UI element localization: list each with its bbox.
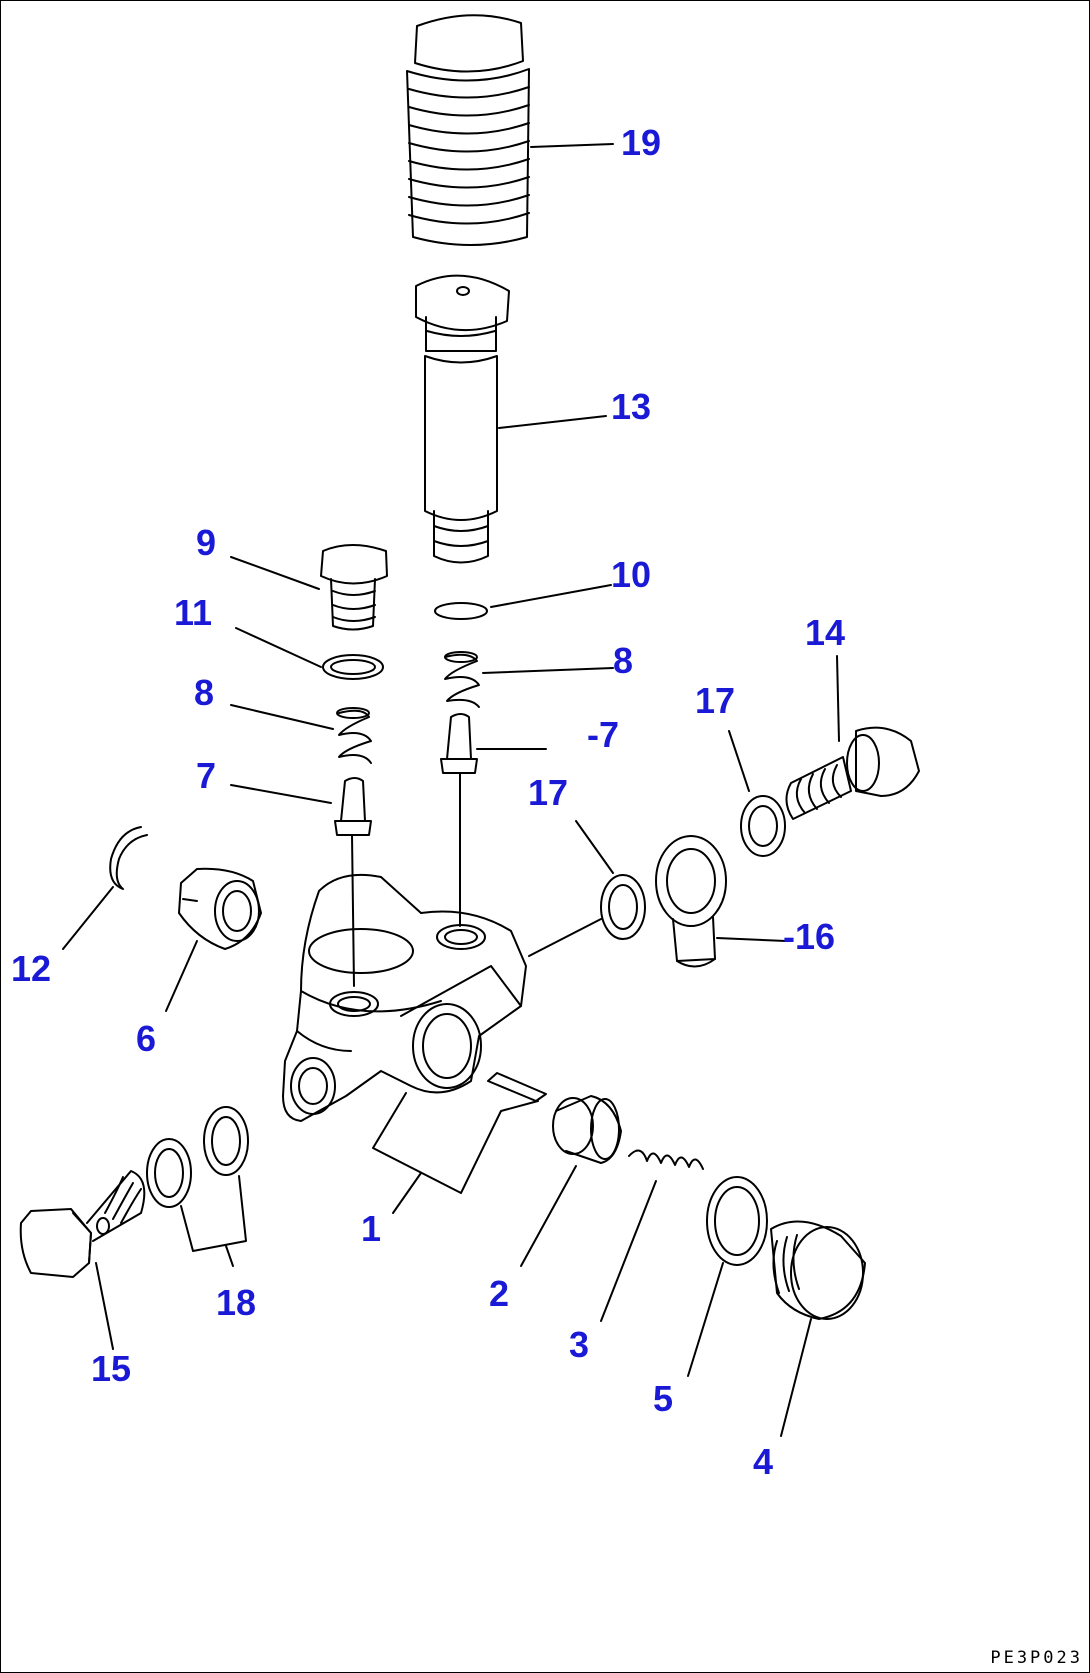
callout-8-left: 8 xyxy=(194,672,215,713)
part-10-ring xyxy=(434,602,488,620)
callout-19: 19 xyxy=(621,122,662,163)
part-18-gaskets xyxy=(146,1106,249,1208)
part-6-sleeve xyxy=(178,867,262,950)
leader-17-middle xyxy=(575,820,614,874)
part-8-spring-right xyxy=(444,651,480,708)
part-7-valve-left xyxy=(334,777,372,836)
callout-12: 12 xyxy=(11,948,52,989)
part-1-pump-housing xyxy=(282,873,527,1122)
callout-3: 3 xyxy=(569,1324,590,1365)
callout-16: -16 xyxy=(783,916,836,957)
part-1-pin xyxy=(487,1072,547,1102)
drawing-code: PE3P023 xyxy=(990,1648,1083,1668)
leader-3 xyxy=(600,1180,657,1322)
callout-13: 13 xyxy=(611,386,652,427)
part-17-washer-middle xyxy=(600,874,646,940)
part-13-priming-pump xyxy=(415,274,510,564)
part-8-spring-left xyxy=(336,707,372,764)
leader-5 xyxy=(687,1262,724,1377)
leader-6 xyxy=(165,940,198,1012)
callout-4: 4 xyxy=(753,1441,774,1482)
axis-7-left xyxy=(351,834,355,987)
leader-8-right xyxy=(482,667,614,674)
part-5-gasket xyxy=(706,1176,768,1266)
leader-9 xyxy=(230,556,320,590)
part-9-plug xyxy=(320,544,388,631)
leader-13 xyxy=(498,415,607,429)
callout-17-middle: 17 xyxy=(528,772,569,813)
callout-14: 14 xyxy=(805,612,846,653)
callout-10: 10 xyxy=(611,554,652,595)
part-3-spring xyxy=(628,1149,704,1170)
part-15-banjo-bolt xyxy=(19,1170,146,1278)
leader-1 xyxy=(392,1172,422,1214)
leader-11 xyxy=(235,627,322,668)
callout-9: 9 xyxy=(196,522,217,563)
callout-6: 6 xyxy=(136,1018,157,1059)
leader-19 xyxy=(530,143,614,148)
callout-7-right: -7 xyxy=(587,714,620,755)
callout-15: 15 xyxy=(91,1348,132,1389)
group-bracket-18 xyxy=(180,1175,247,1252)
leader-16 xyxy=(716,937,787,942)
part-14-banjo-bolt xyxy=(785,726,920,820)
part-2-piston xyxy=(552,1095,622,1164)
leader-2 xyxy=(520,1165,577,1267)
axis-17-right xyxy=(528,918,602,957)
leader-14 xyxy=(836,655,840,742)
part-4-plug xyxy=(770,1220,866,1320)
part-17-washer-upper xyxy=(740,795,786,857)
callout-8-right: 8 xyxy=(613,640,634,681)
callout-18: 18 xyxy=(216,1282,257,1323)
callout-1: 1 xyxy=(361,1208,382,1249)
leader-8-left xyxy=(230,704,334,730)
callout-7-left: 7 xyxy=(196,755,217,796)
part-7-valve-right xyxy=(440,713,478,774)
callout-2: 2 xyxy=(489,1273,510,1314)
part-11-gasket xyxy=(322,654,384,680)
leader-12 xyxy=(62,886,114,950)
leader-17-upper xyxy=(728,730,750,792)
group-bracket-1 xyxy=(372,1092,539,1194)
leader-4 xyxy=(780,1318,812,1437)
leader-18 xyxy=(225,1245,234,1267)
callout-5: 5 xyxy=(653,1378,674,1419)
part-16-eye-joint xyxy=(655,835,727,968)
leader-15 xyxy=(95,1262,114,1350)
part-19-bellows-cap xyxy=(406,14,530,246)
leader-10 xyxy=(490,584,612,608)
leader-7-left xyxy=(230,784,332,804)
part-12-snap-ring xyxy=(109,826,148,890)
callout-11: 11 xyxy=(174,592,213,633)
callout-17-upper: 17 xyxy=(695,680,736,721)
